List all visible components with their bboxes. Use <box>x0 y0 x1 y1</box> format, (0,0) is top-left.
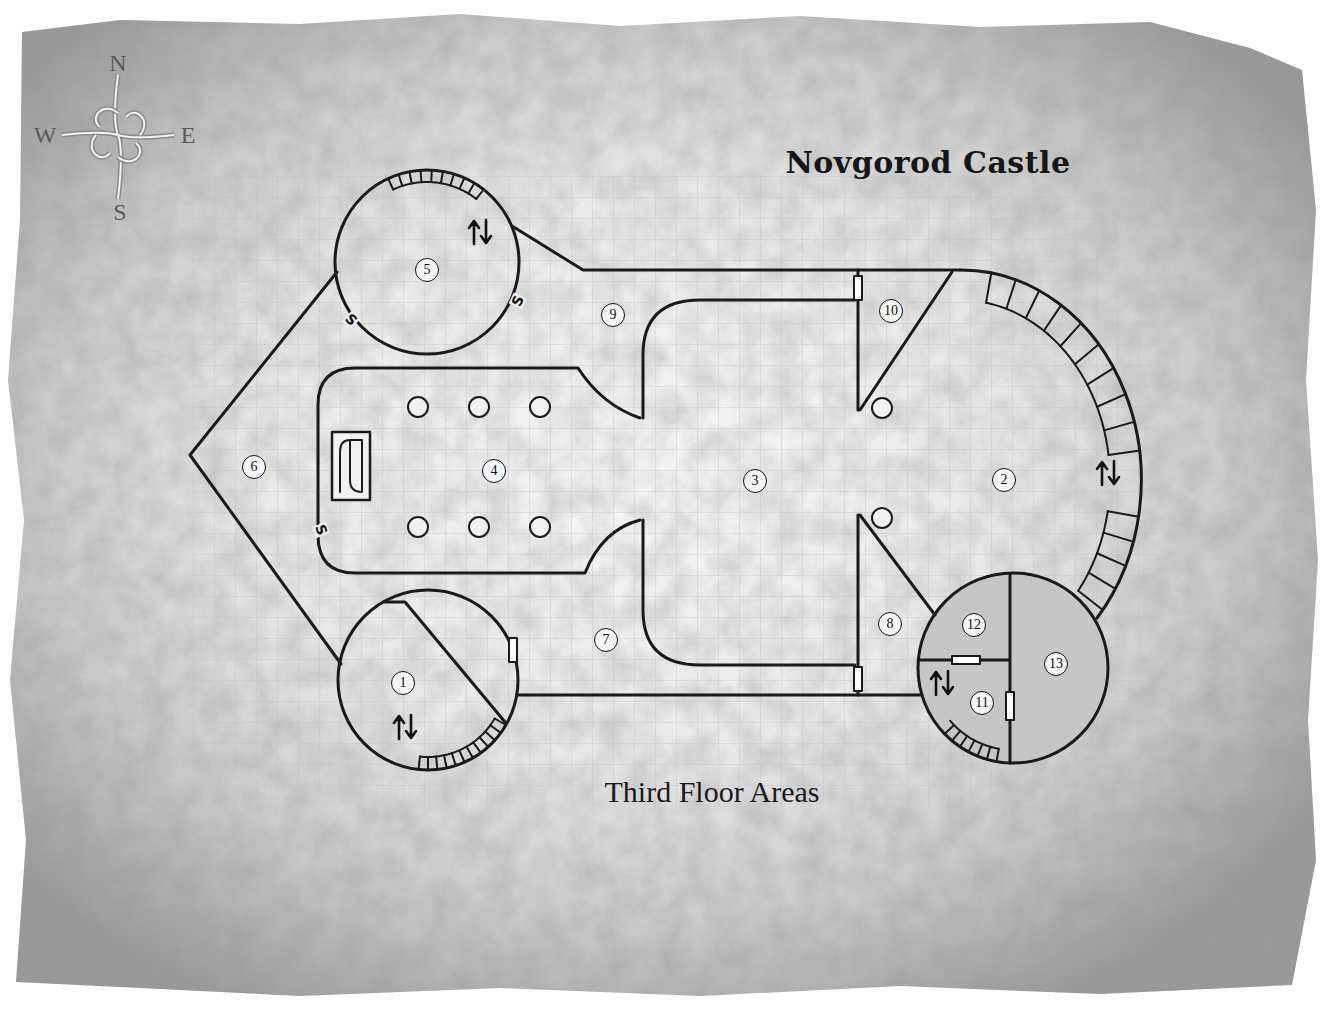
stair-edge <box>1078 511 1108 591</box>
outer-wall <box>190 226 960 664</box>
stair-tread <box>977 744 982 756</box>
stair-tread <box>1097 395 1124 407</box>
hall-wall <box>643 300 855 665</box>
stair-tread <box>476 190 483 199</box>
callout-number: 11 <box>970 691 994 715</box>
stair-tread <box>441 171 443 183</box>
stair-tread <box>1006 280 1015 309</box>
callout-number: 6 <box>242 455 266 479</box>
callout-number: 2 <box>992 468 1016 492</box>
stair-tread <box>399 175 403 186</box>
tower-wall <box>338 590 518 770</box>
stair-edge <box>986 303 1108 455</box>
map-caption: Third Floor Areas <box>605 775 820 809</box>
stair-tread <box>1104 422 1133 430</box>
chapel-wall <box>318 368 640 573</box>
compass-letter: N <box>109 50 126 77</box>
pillars <box>408 397 892 537</box>
callout-number: 9 <box>601 303 625 327</box>
inner-wall <box>858 270 952 695</box>
stair-tread <box>430 170 433 182</box>
stair-tread <box>1026 291 1039 318</box>
outer-wall <box>517 694 922 697</box>
stair-tread <box>997 749 999 762</box>
doors <box>509 276 1014 720</box>
tower-wall <box>335 170 519 354</box>
stair-tread <box>409 172 411 184</box>
stair-tread <box>473 742 481 753</box>
stair-tread <box>480 737 489 747</box>
callout-number: 8 <box>878 612 902 636</box>
callout-number: 10 <box>879 299 903 323</box>
stair-tread <box>1089 573 1115 588</box>
stair-tread <box>986 273 991 303</box>
stair-tread <box>960 736 967 747</box>
stair-tread <box>485 732 495 741</box>
stair-tread <box>460 178 465 189</box>
stair-tread <box>952 731 960 741</box>
stair-tread <box>1078 591 1102 609</box>
tower-room <box>918 573 1108 763</box>
stairs <box>388 170 1138 770</box>
stair-tread <box>1097 553 1124 565</box>
stair-tread <box>450 174 454 185</box>
stair-tread <box>436 757 437 770</box>
stair-tread <box>459 750 464 762</box>
stair-tread <box>419 757 420 770</box>
stair-tread <box>420 170 423 182</box>
stair-tread <box>427 757 429 770</box>
callout-number: 7 <box>594 628 618 652</box>
callout-number: 13 <box>1044 652 1068 676</box>
stair-tread <box>1108 511 1138 516</box>
stair-tread <box>452 753 456 765</box>
stair-edge <box>393 182 476 199</box>
stair-tread <box>1044 306 1061 331</box>
compass-rose <box>62 75 174 199</box>
callout-number: 12 <box>962 613 986 637</box>
stair-tread <box>968 740 974 751</box>
stair-tread <box>1075 345 1098 364</box>
stair-arrows <box>394 220 1119 739</box>
compass-letter: W <box>34 122 57 149</box>
callout-number: 3 <box>743 469 767 493</box>
callout-number: 4 <box>482 459 506 483</box>
stair-tread <box>388 179 393 190</box>
floor-plan <box>190 170 1141 770</box>
inner-wall <box>920 574 1010 763</box>
stair-tread <box>495 719 506 726</box>
inner-wall <box>383 602 505 722</box>
stair-edge <box>950 721 999 749</box>
stair-tread <box>1087 369 1112 385</box>
stair-tread <box>467 747 474 758</box>
stair-tread <box>1103 533 1132 542</box>
compass-letter: S <box>113 199 126 226</box>
callout-number: 5 <box>415 258 439 282</box>
stair-tread <box>468 183 474 193</box>
outer-wall <box>960 270 1141 618</box>
stair-tread <box>987 747 991 759</box>
altar <box>332 432 370 500</box>
stair-tread <box>1060 324 1080 346</box>
stair-tread <box>1109 451 1139 455</box>
map-title: Novgorod Castle <box>785 145 1070 180</box>
stair-tread <box>945 725 954 734</box>
callout-number: 1 <box>391 671 415 695</box>
stair-edge <box>420 719 495 758</box>
stair-tread <box>444 755 447 768</box>
compass-letter: E <box>181 122 196 149</box>
stair-tread <box>490 725 501 733</box>
